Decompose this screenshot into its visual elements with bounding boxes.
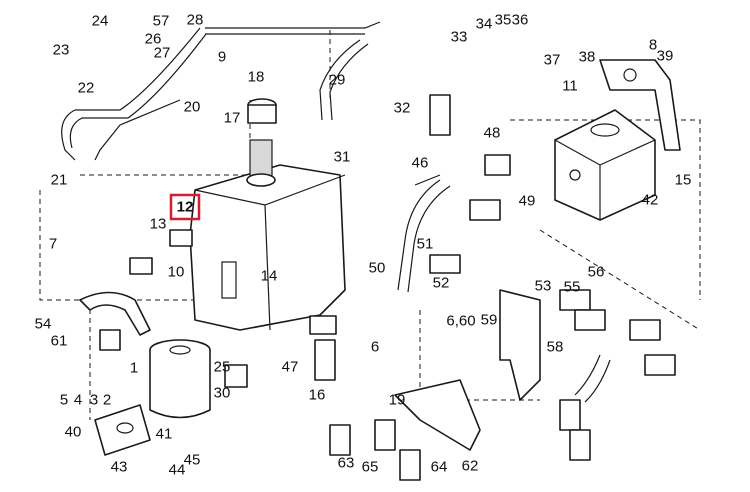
callout-32: 32 <box>394 100 411 117</box>
callout-6-60: 6,60 <box>446 313 475 330</box>
callout-labels: 1 2 3 4 5 6 6,60 7 8 9 10 11 12 13 14 15… <box>35 12 692 479</box>
callout-58: 58 <box>547 339 564 356</box>
callout-35: 35 <box>495 12 512 29</box>
callout-4: 4 <box>74 392 82 409</box>
valve-head <box>94 404 151 456</box>
callout-49: 49 <box>519 193 536 210</box>
callout-26: 26 <box>145 31 162 48</box>
callout-17: 17 <box>224 110 241 127</box>
callout-62: 62 <box>462 458 479 475</box>
callout-65: 65 <box>362 459 379 476</box>
callout-7: 7 <box>49 236 57 253</box>
callout-2: 2 <box>103 392 111 409</box>
callout-21: 21 <box>51 172 68 189</box>
support-bracket <box>394 379 481 451</box>
callout-3: 3 <box>90 392 98 409</box>
callout-5: 5 <box>60 392 68 409</box>
callout-6: 6 <box>371 339 379 356</box>
callout-48: 48 <box>484 125 501 142</box>
callout-25: 25 <box>214 359 231 376</box>
callout-20: 20 <box>184 99 201 116</box>
callout-50: 50 <box>369 260 386 277</box>
oil-filter-cartridge <box>149 339 211 419</box>
callout-53: 53 <box>535 278 552 295</box>
callout-36: 36 <box>512 12 529 29</box>
callout-51: 51 <box>417 236 434 253</box>
callout-15: 15 <box>675 172 692 189</box>
callout-38: 38 <box>579 49 596 66</box>
callout-37: 37 <box>544 52 561 69</box>
callout-47: 47 <box>282 359 299 376</box>
hose-lines <box>61 21 611 403</box>
callout-63: 63 <box>338 455 355 472</box>
callout-39: 39 <box>657 48 674 65</box>
callout-31: 31 <box>334 149 351 166</box>
callout-61: 61 <box>51 333 68 350</box>
callout-34: 34 <box>476 16 493 33</box>
callout-27: 27 <box>154 45 171 62</box>
callout-40: 40 <box>65 424 82 441</box>
mounting-bracket <box>599 59 681 151</box>
callout-22: 22 <box>78 80 95 97</box>
oil-tank <box>189 164 346 331</box>
callout-29: 29 <box>329 72 346 89</box>
callout-64: 64 <box>431 459 448 476</box>
callout-8: 8 <box>649 37 657 54</box>
callout-52: 52 <box>433 275 450 292</box>
callout-43: 43 <box>111 459 128 476</box>
filter-bracket <box>79 291 151 351</box>
filter-housing <box>246 98 277 187</box>
callout-14: 14 <box>261 268 278 285</box>
fittings <box>129 94 676 481</box>
assembly-boundary-lines <box>39 30 701 420</box>
callout-1: 1 <box>130 360 138 377</box>
callout-55: 55 <box>564 279 581 296</box>
callout-24: 24 <box>92 13 109 30</box>
bracket-53 <box>499 289 541 401</box>
callout-33: 33 <box>451 29 468 46</box>
callout-56: 56 <box>588 264 605 281</box>
callout-28: 28 <box>187 12 204 29</box>
callout-45: 45 <box>184 452 201 469</box>
callout-23: 23 <box>53 42 70 59</box>
callout-13: 13 <box>150 216 167 233</box>
callout-16: 16 <box>309 387 326 404</box>
callout-59: 59 <box>481 312 498 329</box>
callout-19: 19 <box>389 392 406 409</box>
callout-11: 11 <box>562 78 578 95</box>
callout-41: 41 <box>156 426 173 443</box>
pump-block <box>554 109 656 221</box>
callout-46: 46 <box>412 155 429 172</box>
callout-10: 10 <box>168 264 185 281</box>
callout-54: 54 <box>35 316 52 333</box>
callout-9: 9 <box>218 49 226 66</box>
callout-42: 42 <box>642 192 659 209</box>
callout-44: 44 <box>169 462 186 479</box>
callout-57: 57 <box>153 13 170 30</box>
highlight-box-12 <box>169 193 201 221</box>
callout-12: 12 <box>177 199 194 216</box>
callout-18: 18 <box>248 69 265 86</box>
callout-30: 30 <box>214 385 231 402</box>
